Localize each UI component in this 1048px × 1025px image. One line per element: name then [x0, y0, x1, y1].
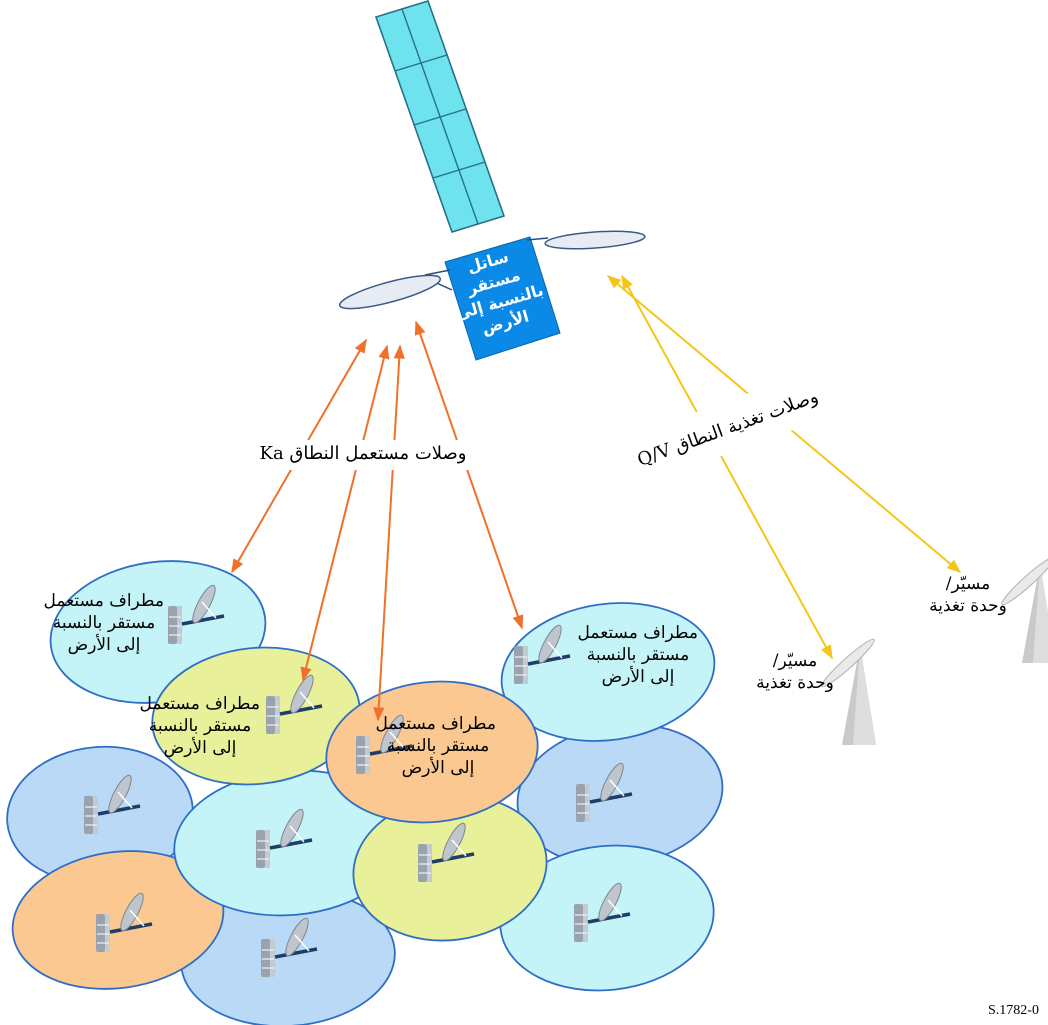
- user-terminal-label-line: مستقر بالنسبة: [386, 736, 490, 756]
- figure-id: S.1782-0: [988, 1003, 1039, 1018]
- user-terminal-label: مطراف مستعمل مستقر بالنسبة إلى الأرض: [577, 622, 699, 688]
- user-terminal-label-line: مطراف مستعمل: [577, 623, 699, 643]
- coverage-cells: [6, 560, 724, 1025]
- ka-link: [414, 320, 524, 630]
- user-terminal-label-line: إلى الأرض: [67, 635, 141, 655]
- user-terminal-label-line: إلى الأرض: [401, 758, 475, 778]
- gateway-label: مسيّر/ وحدة تغذية: [918, 573, 1018, 617]
- ka-link: [300, 344, 390, 682]
- ka-link: [373, 344, 405, 722]
- user-terminal-label-line: مستقر بالنسبة: [586, 645, 690, 665]
- gateway-label-line: مسيّر/: [945, 574, 991, 594]
- user-terminal-label-line: مطراف مستعمل: [43, 591, 165, 611]
- gateway-label-line: وحدة تغذية: [929, 596, 1007, 616]
- user-terminal-label-line: مستقر بالنسبة: [52, 613, 156, 633]
- gateway-label-line: وحدة تغذية: [756, 673, 834, 693]
- gateway-label: مسيّر/ وحدة تغذية: [745, 650, 845, 694]
- solar-panel-array: [374, 0, 506, 233]
- user-terminal-label-line: مطراف مستعمل: [375, 714, 497, 734]
- satellite-right-antenna: [526, 230, 646, 250]
- user-terminal-label-line: مستقر بالنسبة: [148, 716, 252, 736]
- qv-link: [621, 274, 833, 660]
- user-terminal-label-line: إلى الأرض: [601, 667, 675, 687]
- ka-user-links-label: وصلات مستعمل النطاق Ka: [259, 443, 467, 464]
- user-terminal-label-line: إلى الأرض: [163, 738, 237, 758]
- user-terminal-label: مطراف مستعمل مستقر بالنسبة إلى الأرض: [43, 590, 165, 656]
- user-terminal-label-line: مطراف مستعمل: [139, 694, 261, 714]
- gateway-label-line: مسيّر/: [772, 651, 818, 671]
- satellite-left-antenna: [338, 269, 453, 310]
- user-terminal-label: مطراف مستعمل مستقر بالنسبة إلى الأرض: [375, 713, 497, 779]
- user-terminal-label: مطراف مستعمل مستقر بالنسبة إلى الأرض: [139, 693, 261, 759]
